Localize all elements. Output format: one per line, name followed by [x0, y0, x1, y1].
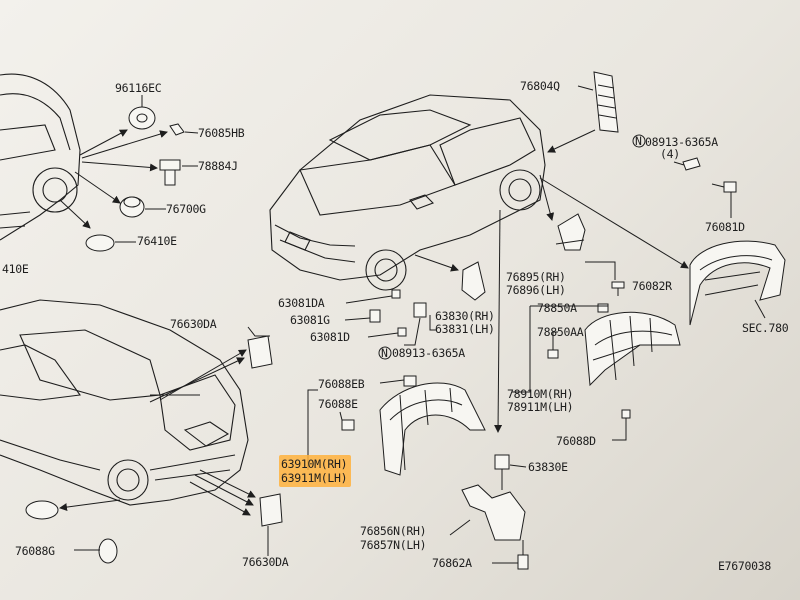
- label-08913-top: 08913-6365A: [645, 135, 718, 149]
- line-sec780-label: [754, 299, 766, 319]
- leader-lines-top-left: [59, 95, 199, 243]
- part-rear-liner-63910m: [379, 382, 486, 476]
- leader-76856n: [449, 519, 471, 536]
- label-63081d: 63081D: [310, 330, 350, 344]
- label-63081g: 63081G: [290, 313, 330, 327]
- arrow-63830: [414, 254, 459, 272]
- part-78850a-clip: [530, 303, 631, 441]
- label-76804q: 76804Q: [520, 79, 560, 93]
- label-76630da-top: 76630DA: [170, 317, 217, 331]
- arrow-sec780: [539, 177, 689, 269]
- label-63910m: 63910M(RH): [281, 457, 347, 471]
- part-76895-flap: [555, 213, 586, 251]
- part-78884j: [159, 159, 181, 186]
- part-96116ec: [128, 106, 156, 130]
- vehicle-rear-quarter: [0, 299, 249, 506]
- part-76700g: [119, 196, 145, 218]
- part-76088-clips: [339, 375, 417, 431]
- label-63911m: 63911M(LH): [281, 471, 347, 485]
- n-circle-top: [632, 134, 646, 148]
- label-76410e-left: 410E: [2, 262, 29, 276]
- part-76410e: [85, 234, 115, 252]
- label-76081d: 76081D: [705, 220, 745, 234]
- label-78884j: 78884J: [198, 159, 238, 173]
- label-76700g: 76700G: [166, 202, 206, 216]
- vehicle-front-quarter: [269, 94, 546, 291]
- part-rear-liner-78910m: [584, 311, 681, 387]
- label-78850aa: 78850AA: [537, 325, 584, 339]
- part-76085hb: [169, 123, 185, 136]
- label-76088g: 76088G: [15, 544, 55, 558]
- arrows-rear-vehicle: [59, 326, 270, 516]
- bracket-63910m: [307, 389, 318, 470]
- label-76862a: 76862A: [432, 556, 472, 570]
- vehicle-front-left-partial: [0, 73, 81, 241]
- label-76856n: 76856N(RH): [360, 524, 426, 538]
- part-63830-guard: [461, 261, 486, 301]
- n-mark-top: N: [635, 134, 642, 148]
- label-63081da: 63081DA: [278, 296, 325, 310]
- label-76082r: 76082R: [632, 279, 672, 293]
- part-76082r: [585, 261, 625, 296]
- part-76088g: [25, 500, 118, 564]
- label-76085hb: 76085HB: [198, 126, 245, 140]
- label-78850a: 78850A: [537, 301, 577, 315]
- label-63830: 63830(RH): [435, 309, 495, 323]
- part-76804q: [577, 71, 619, 133]
- n-circle-mid: [378, 346, 392, 360]
- arrow-76804q: [547, 129, 596, 153]
- n-mark-mid: N: [381, 346, 388, 360]
- leader-63830e: [509, 464, 527, 468]
- label-96116ec: 96116EC: [115, 81, 162, 95]
- label-63831: 63831(LH): [435, 322, 495, 336]
- label-76896: 76896(LH): [506, 283, 566, 297]
- label-qty-4: (4): [660, 147, 680, 161]
- label-76895: 76895(RH): [506, 270, 566, 284]
- label-08913-mid: 08913-6365A: [392, 346, 465, 360]
- label-63830e: 63830E: [528, 460, 568, 474]
- label-76088eb: 76088EB: [318, 377, 365, 391]
- label-sec780: SEC.780: [742, 321, 789, 335]
- label-76857n: 76857N(LH): [360, 538, 426, 552]
- label-76088d: 76088D: [556, 434, 596, 448]
- diagram-code: E7670038: [718, 559, 771, 573]
- label-76630da-bottom: 76630DA: [242, 555, 289, 569]
- arrow-to-78910m: [494, 209, 503, 433]
- label-76088e: 76088E: [318, 397, 358, 411]
- label-78911m: 78911M(LH): [507, 400, 573, 414]
- highlight-63910m: [279, 455, 351, 487]
- arrow-to-76895: [539, 174, 555, 221]
- part-mud-flap-76856n: [461, 454, 529, 570]
- bracket-78910m: [512, 306, 531, 393]
- part-wheel-liner-sec780: [689, 240, 786, 326]
- label-78910m: 78910M(RH): [507, 387, 573, 401]
- part-63081-clips: [344, 289, 436, 346]
- part-76630da-panels: [247, 335, 283, 527]
- part-08913-screw-top: [673, 157, 737, 218]
- label-76410e-top: 76410E: [137, 234, 177, 248]
